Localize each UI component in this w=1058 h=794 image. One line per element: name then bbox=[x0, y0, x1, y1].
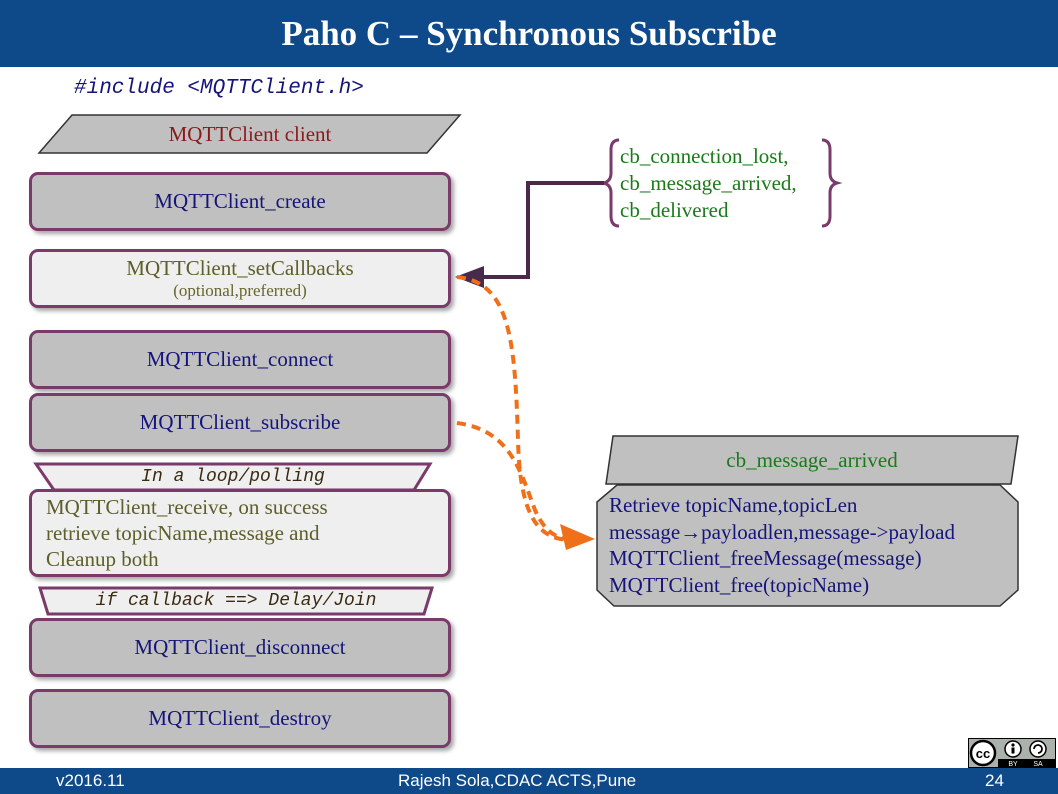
callback-item: cb_connection_lost, bbox=[620, 144, 789, 168]
handler-title-shape bbox=[605, 435, 1019, 485]
loop-label: In a loop/polling bbox=[141, 467, 325, 487]
subscribe-dashed-arrow bbox=[456, 421, 573, 542]
receive-step: MQTTClient_receive, on success retrieve … bbox=[29, 489, 451, 577]
cc-sa-text: SA bbox=[1033, 761, 1043, 768]
client-decl-shape bbox=[37, 114, 462, 154]
handler-line: MQTTClient_freeMessage(message) bbox=[609, 546, 922, 570]
setcallbacks-dashed-arrow bbox=[456, 275, 573, 542]
receive-line: retrieve topicName,message and bbox=[46, 521, 320, 545]
client-declaration: MQTTClient client bbox=[168, 121, 332, 146]
callback-item: cb_delivered bbox=[620, 198, 729, 222]
callback-label-shape bbox=[37, 586, 435, 616]
footer-version: v2016.11 bbox=[56, 771, 125, 790]
subscribe-step: MQTTClient_subscribe bbox=[29, 393, 451, 452]
connect-step: MQTTClient_connect bbox=[29, 330, 451, 389]
receive-line: MQTTClient_receive, on success bbox=[46, 495, 328, 519]
set-callbacks-label: MQTTClient_setCallbacks bbox=[126, 256, 354, 280]
callbacks-connector bbox=[478, 181, 604, 279]
subscribe-label: MQTTClient_subscribe bbox=[139, 410, 341, 434]
footer-page-number: 24 bbox=[985, 771, 1004, 790]
slide-title: Paho C – Synchronous Subscribe bbox=[0, 0, 1058, 67]
cc-by-text: BY bbox=[1008, 761, 1018, 768]
left-brace-shape bbox=[598, 138, 620, 228]
handler-line: MQTTClient_free(topicName) bbox=[609, 572, 870, 597]
callback-item: cb_message_arrived, bbox=[620, 171, 797, 195]
receive-line: Cleanup both bbox=[46, 547, 159, 571]
cc-badge-text: cc bbox=[976, 746, 990, 761]
handler-line: message→payloadlen,message->payload bbox=[609, 519, 955, 544]
footer-author: Rajesh Sola,CDAC ACTS,Pune bbox=[398, 771, 637, 790]
create-step: MQTTClient_create bbox=[29, 172, 451, 231]
disconnect-step: MQTTClient_disconnect bbox=[29, 618, 451, 677]
handler-title: cb_message_arrived bbox=[726, 447, 898, 472]
connect-label: MQTTClient_connect bbox=[146, 347, 334, 371]
right-brace-shape bbox=[821, 138, 843, 228]
handler-arrowhead bbox=[560, 524, 595, 550]
create-label: MQTTClient_create bbox=[154, 189, 326, 213]
handler-body-shape bbox=[596, 484, 1019, 607]
footer-bar: v2016.11 Rajesh Sola,CDAC ACTS,Pune 24 bbox=[0, 768, 1058, 794]
handler-line: Retrieve topicName,topicLen bbox=[609, 493, 858, 517]
destroy-step: MQTTClient_destroy bbox=[29, 689, 451, 748]
handler-body: Retrieve topicName,topicLen message→payl… bbox=[609, 492, 955, 598]
disconnect-label: MQTTClient_disconnect bbox=[134, 635, 346, 659]
callback-list: cb_connection_lost, cb_message_arrived, … bbox=[620, 143, 797, 224]
set-callbacks-step: MQTTClient_setCallbacks (optional,prefer… bbox=[29, 249, 451, 308]
include-directive: #include <MQTTClient.h> bbox=[74, 77, 364, 100]
destroy-label: MQTTClient_destroy bbox=[148, 706, 332, 730]
cc-license-icon: cc BY SA bbox=[968, 738, 1056, 768]
callback-label: if callback ==> Delay/Join bbox=[95, 591, 377, 611]
set-callbacks-note: (optional,preferred) bbox=[173, 281, 307, 300]
